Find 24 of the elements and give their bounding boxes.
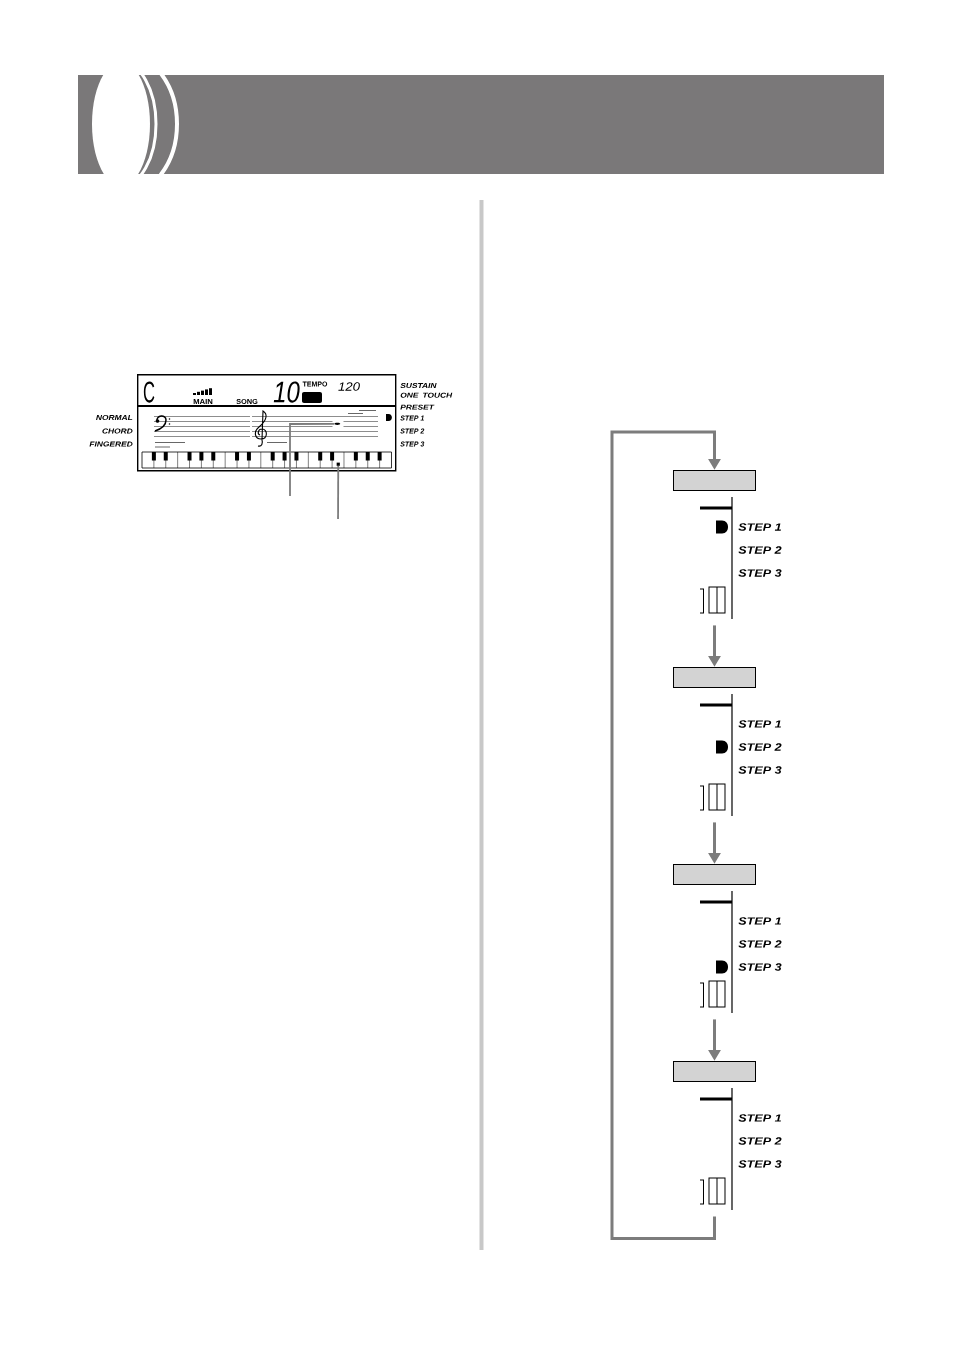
step-label: STEP 2 (738, 1137, 782, 1145)
key-marker (336, 462, 340, 466)
step-label: STEP 3 (738, 963, 782, 971)
display-digit: 120 (338, 382, 360, 391)
step-label: STEP 2 (738, 940, 782, 948)
process-box (673, 667, 756, 688)
display-digit: 10 (273, 381, 300, 403)
leader-line (337, 465, 340, 520)
step-label: STEP 3 (738, 1160, 782, 1168)
arrow (610, 430, 721, 1240)
step-label: STEP 2 (738, 546, 782, 554)
note-head (334, 422, 341, 425)
process-box (673, 1061, 756, 1082)
process-box (673, 470, 756, 491)
process-box (673, 864, 756, 885)
step-label: STEP 2 (738, 743, 782, 751)
step-label: STEP 3 (738, 569, 782, 577)
step-label: STEP 1 (738, 1114, 781, 1122)
leader-line (289, 422, 335, 497)
step-label: STEP 1 (738, 720, 781, 728)
step-label: STEP 3 (738, 766, 782, 774)
display-digit: C (143, 381, 155, 403)
step-label: STEP 1 (738, 917, 781, 925)
step-label: STEP 1 (738, 523, 781, 531)
